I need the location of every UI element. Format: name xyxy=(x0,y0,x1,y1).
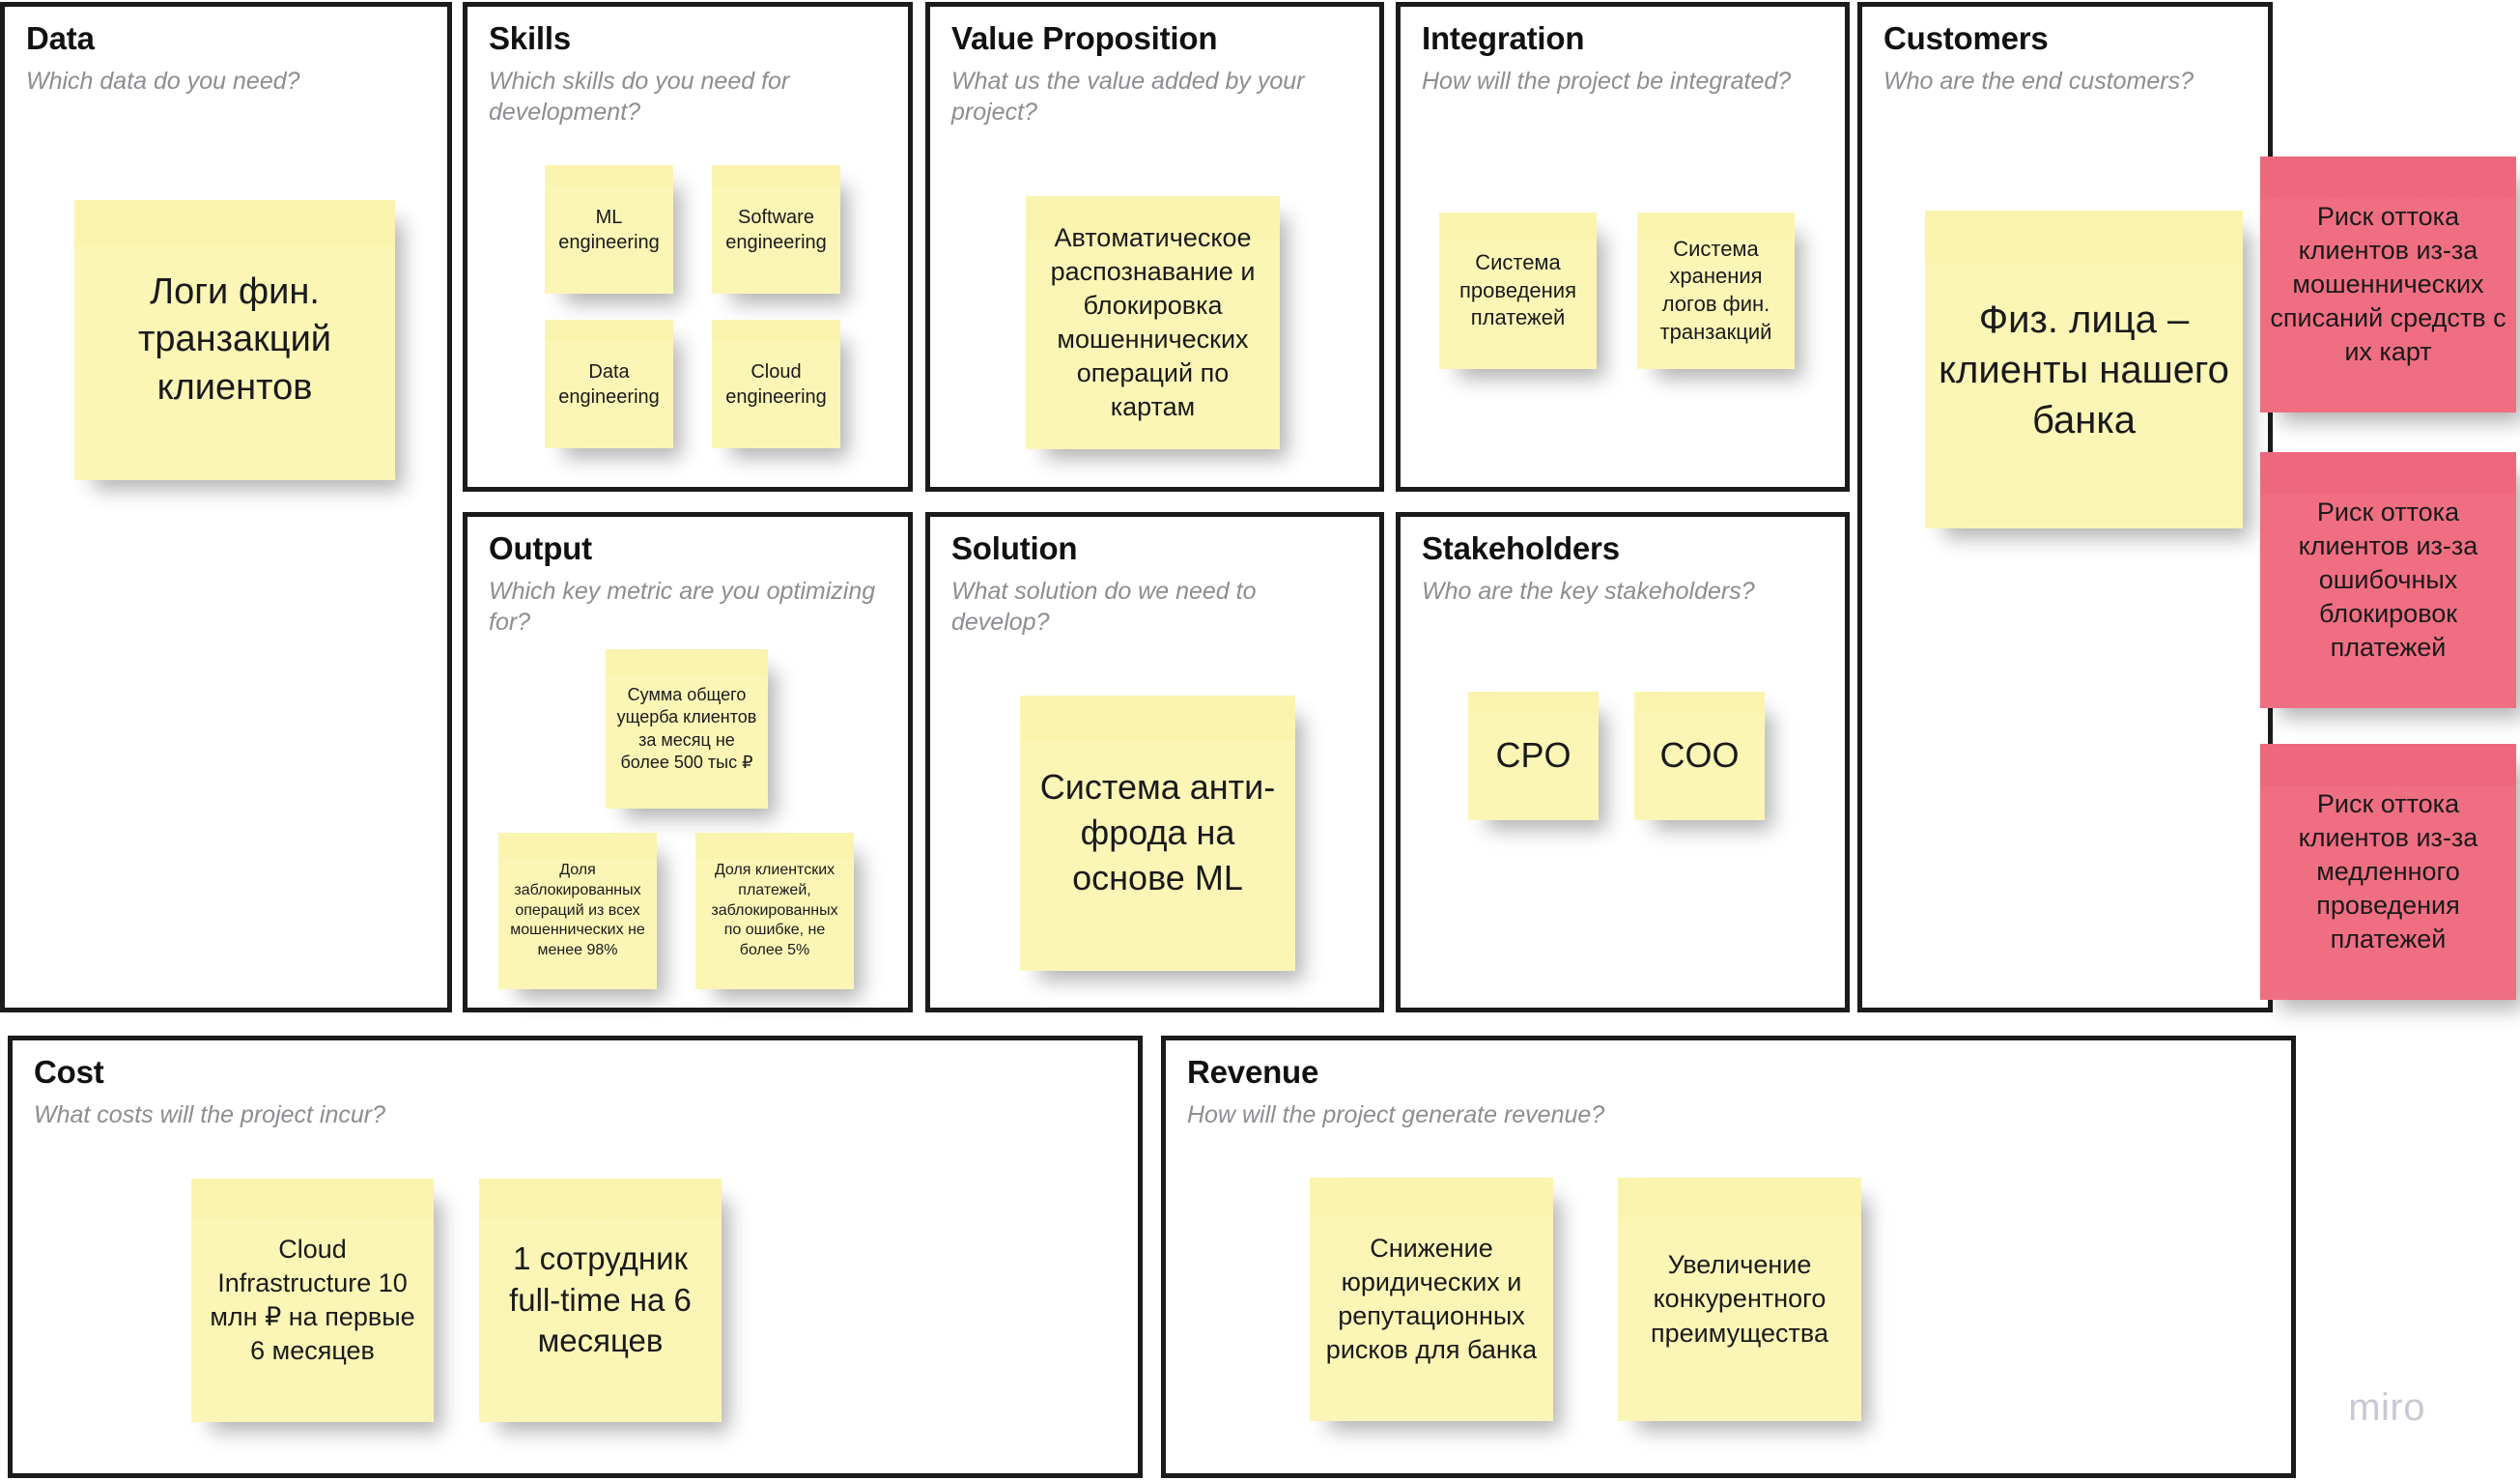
panel-value-proposition-header: Value Proposition What us the value adde… xyxy=(951,20,1362,128)
panel-customers-title: Customers xyxy=(1883,20,2049,56)
panel-output-subtitle: Which key metric are you optimizing for? xyxy=(489,577,876,637)
sticky-note[interactable]: Сумма общего ущерба клиентов за месяц не… xyxy=(606,649,768,809)
panel-skills[interactable]: Skills Which skills do you need for deve… xyxy=(463,2,913,492)
sticky-note[interactable]: Система хранения логов фин. транзакций xyxy=(1637,213,1795,369)
panel-stakeholders-subtitle: Who are the key stakeholders? xyxy=(1422,577,1755,605)
panel-integration[interactable]: Integration How will the project be inte… xyxy=(1396,2,1850,492)
panel-output-header: Output Which key metric are you optimizi… xyxy=(489,530,891,639)
sticky-note[interactable]: Логи фин. транзакций клиентов xyxy=(74,200,395,480)
sticky-note-risk[interactable]: Риск оттока клиентов из-за медленного пр… xyxy=(2260,744,2516,1000)
sticky-note-risk[interactable]: Риск оттока клиентов из-за мошеннических… xyxy=(2260,157,2516,413)
panel-cost-header: Cost What costs will the project incur? xyxy=(34,1054,1120,1130)
panel-data-title: Data xyxy=(26,20,95,56)
sticky-note[interactable]: Система анти-фрода на основе ML xyxy=(1020,696,1295,971)
panel-value-proposition-title: Value Proposition xyxy=(951,20,1218,56)
sticky-note[interactable]: Cloud Infrastructure 10 млн ₽ на первые … xyxy=(191,1179,434,1422)
sticky-note[interactable]: Software engineering xyxy=(712,165,840,294)
panel-cost-title: Cost xyxy=(34,1054,104,1090)
panel-value-proposition[interactable]: Value Proposition What us the value adde… xyxy=(925,2,1384,492)
panel-revenue-subtitle: How will the project generate revenue? xyxy=(1187,1100,1605,1128)
panel-stakeholders-header: Stakeholders Who are the key stakeholder… xyxy=(1422,530,1827,607)
panel-revenue-header: Revenue How will the project generate re… xyxy=(1187,1054,2274,1130)
panel-customers-header: Customers Who are the end customers? xyxy=(1883,20,2251,97)
panel-value-proposition-subtitle: What us the value added by your project? xyxy=(951,67,1305,127)
panel-skills-subtitle: Which skills do you need for development… xyxy=(489,67,790,127)
panel-skills-title: Skills xyxy=(489,20,572,56)
panel-data-subtitle: Which data do you need? xyxy=(26,67,300,95)
panel-solution-subtitle: What solution do we need to develop? xyxy=(951,577,1257,637)
sticky-note[interactable]: Cloud engineering xyxy=(712,320,840,448)
sticky-note[interactable]: Система проведения платежей xyxy=(1439,213,1597,369)
panel-cost-subtitle: What costs will the project incur? xyxy=(34,1100,386,1128)
sticky-note[interactable]: Снижение юридических и репутационных рис… xyxy=(1310,1178,1553,1421)
panel-skills-header: Skills Which skills do you need for deve… xyxy=(489,20,891,128)
panel-stakeholders[interactable]: Stakeholders Who are the key stakeholder… xyxy=(1396,512,1850,1012)
panel-output-title: Output xyxy=(489,530,592,566)
sticky-note[interactable]: Автоматическое распознавание и блокировк… xyxy=(1026,196,1280,449)
panel-solution[interactable]: Solution What solution do we need to dev… xyxy=(925,512,1384,1012)
sticky-note[interactable]: COO xyxy=(1634,692,1765,820)
sticky-note[interactable]: ML engineering xyxy=(545,165,673,294)
panel-integration-subtitle: How will the project be integrated? xyxy=(1422,67,1792,95)
miro-watermark: miro xyxy=(2348,1386,2425,1429)
sticky-note[interactable]: Доля клиентских платежей, заблокированны… xyxy=(695,833,854,989)
panel-data-header: Data Which data do you need? xyxy=(26,20,430,97)
sticky-note[interactable]: Физ. лица – клиенты нашего банка xyxy=(1925,211,2243,528)
sticky-note[interactable]: 1 сотрудник full-time на 6 месяцев xyxy=(479,1179,722,1422)
sticky-note[interactable]: CPO xyxy=(1468,692,1599,820)
sticky-note[interactable]: Увеличение конкурентного преимущества xyxy=(1618,1178,1861,1421)
panel-solution-header: Solution What solution do we need to dev… xyxy=(951,530,1362,639)
panel-stakeholders-title: Stakeholders xyxy=(1422,530,1620,566)
panel-cost[interactable]: Cost What costs will the project incur? … xyxy=(8,1036,1143,1478)
panel-customers-subtitle: Who are the end customers? xyxy=(1883,67,2194,95)
sticky-note-risk[interactable]: Риск оттока клиентов из-за ошибочных бло… xyxy=(2260,452,2516,708)
sticky-note[interactable]: Доля заблокированных операций из всех мо… xyxy=(498,833,657,989)
panel-data[interactable]: Data Which data do you need? Логи фин. т… xyxy=(0,2,452,1012)
panel-output[interactable]: Output Which key metric are you optimizi… xyxy=(463,512,913,1012)
panel-revenue-title: Revenue xyxy=(1187,1054,1319,1090)
sticky-note[interactable]: Data engineering xyxy=(545,320,673,448)
panel-integration-header: Integration How will the project be inte… xyxy=(1422,20,1827,97)
panel-solution-title: Solution xyxy=(951,530,1078,566)
panel-revenue[interactable]: Revenue How will the project generate re… xyxy=(1161,1036,2296,1478)
panel-integration-title: Integration xyxy=(1422,20,1585,56)
panel-customers[interactable]: Customers Who are the end customers? Физ… xyxy=(1857,2,2273,1012)
